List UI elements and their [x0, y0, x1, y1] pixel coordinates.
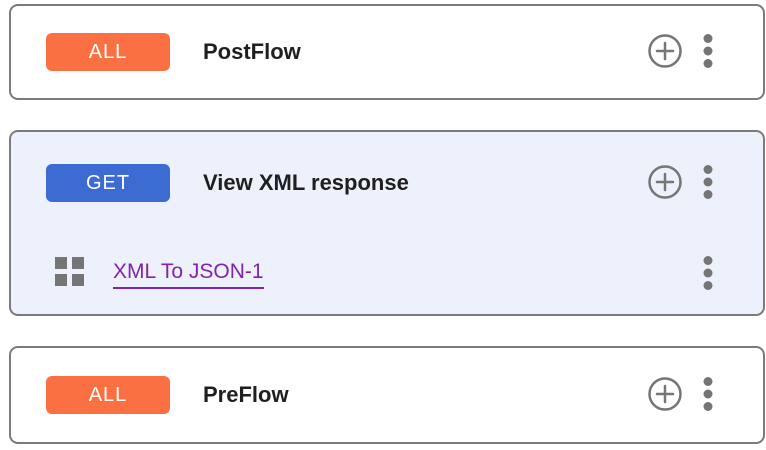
add-policy-button[interactable] [647, 376, 683, 415]
kebab-menu-icon [703, 376, 713, 415]
flow-title: PostFlow [203, 39, 301, 64]
policy-row: XML To JSON-1 [11, 234, 763, 314]
policy-menu-button[interactable] [703, 255, 713, 294]
add-policy-button[interactable] [647, 33, 683, 72]
policy-link[interactable]: XML To JSON-1 [113, 260, 264, 289]
flow-card-view-xml-response[interactable]: GET View XML response [9, 130, 765, 316]
flow-menu-button[interactable] [703, 376, 713, 415]
method-badge: ALL [46, 376, 170, 414]
add-policy-button[interactable] [647, 164, 683, 203]
flow-header: ALL PreFlow [11, 348, 763, 442]
flow-title: PreFlow [203, 382, 289, 407]
flow-menu-button[interactable] [703, 164, 713, 203]
flow-card-postflow[interactable]: ALL PostFlow [9, 4, 765, 100]
method-badge: ALL [46, 33, 170, 71]
flow-menu-button[interactable] [703, 33, 713, 72]
plus-circle-icon [647, 33, 683, 72]
flow-title: View XML response [203, 170, 409, 195]
plus-circle-icon [647, 376, 683, 415]
kebab-menu-icon [703, 164, 713, 203]
flow-header: ALL PostFlow [11, 6, 763, 98]
flow-card-preflow[interactable]: ALL PreFlow [9, 346, 765, 444]
method-badge: GET [46, 164, 170, 202]
drag-handle[interactable] [55, 256, 85, 292]
kebab-menu-icon [703, 255, 713, 294]
drag-handle-icon [55, 256, 85, 292]
kebab-menu-icon [703, 33, 713, 72]
plus-circle-icon [647, 164, 683, 203]
flow-panel: ALL PostFlow [0, 4, 766, 450]
flow-header: GET View XML response [11, 132, 763, 234]
